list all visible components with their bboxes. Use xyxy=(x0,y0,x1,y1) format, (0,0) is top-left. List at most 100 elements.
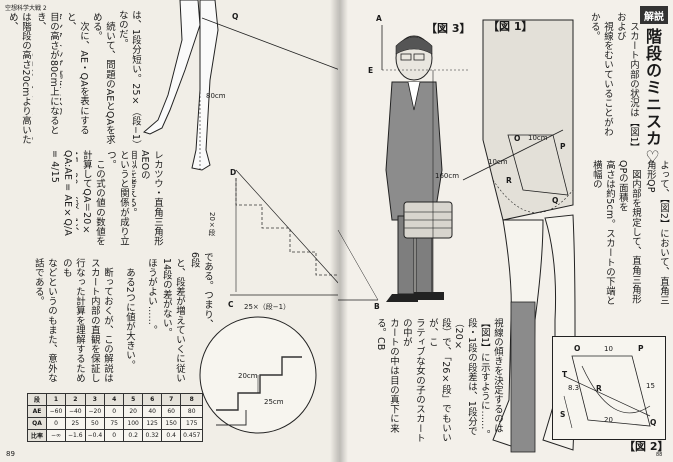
rp-lower-column-3: 段）で、「26×段」でもいいが、こ うするとキリがよい。 xyxy=(428,318,451,443)
fig2-point-T: T xyxy=(562,370,568,379)
table-header-cell: 段 xyxy=(27,393,47,406)
right-column-5: 断っておくが、この解説は スカート内部の直観を保証しない xyxy=(88,258,113,383)
label-80cm: 80cm xyxy=(206,92,226,100)
rp-column-5: 視線をむいていることがわかる。 xyxy=(590,12,613,137)
table-cell: 150 xyxy=(161,417,182,430)
label-25n: 25×（段−1） xyxy=(244,303,291,311)
fig2-point-R: R xyxy=(596,384,602,393)
right-column-4: ある2つに値が大きい。 xyxy=(124,258,135,370)
table-cell: −40 xyxy=(65,405,86,418)
text-column-3: 次に、AE・QAを表にすると、 タンクトップ高さ≦スカ ートの下端にある xyxy=(60,12,89,135)
rp-column-4: スカート内部の状況は【図1】および 【図2】の通りだ。 xyxy=(616,12,639,148)
figure3-right-lines xyxy=(337,25,468,301)
fig2-point-Q: Q xyxy=(650,418,657,427)
fig2-point-O: O xyxy=(574,344,581,353)
diagonal-line xyxy=(235,169,341,286)
label-B: B xyxy=(374,302,380,311)
right-column-3: ほうがよい……。 xyxy=(146,258,157,335)
table-header-cell: 1 xyxy=(46,393,66,406)
table-cell: 50 xyxy=(84,417,106,430)
left-page: 空想科学大戦 2 は、1段分短い。25×（段−1） なのだ。 続いて、問題のAE… xyxy=(0,0,341,462)
label-Q: Q xyxy=(232,12,239,21)
figure1-label: 【図 1】 xyxy=(488,20,533,33)
businessman-illustration xyxy=(385,35,453,302)
right-column-2: と、段差が増えていくに従い 14段の差がない。 xyxy=(160,258,185,383)
rp-lower-column-4: ラティブな女の子のスカートの中が のぞける範囲です。 xyxy=(402,318,425,443)
table-cell: −0.4 xyxy=(84,429,106,442)
table-header-cell: 4 xyxy=(104,393,125,406)
rp-lower-column-5: カートの中は目の真下に来る。CB xyxy=(376,318,399,434)
table-cell: 40 xyxy=(142,405,163,418)
table-cell: 0 xyxy=(46,417,66,430)
table-header-cell: 3 xyxy=(84,393,106,406)
article-title: 階段のミニスカ♡ xyxy=(643,28,662,167)
figure2-diagram xyxy=(563,355,651,429)
explanation-badge: 解説 xyxy=(640,6,668,24)
rp-lower-column-2: 段・1段の段差は、1段分で（20× と、高さは2点間の距離）。 xyxy=(454,318,477,436)
text-column-2: 続いて、問題のAEとQAを求 める。 xyxy=(90,12,115,145)
table-cell: 125 xyxy=(142,417,163,430)
table-cell: 0.4 xyxy=(161,429,182,442)
table-cell: 0.2 xyxy=(123,429,144,442)
table-cell: −∞ xyxy=(46,429,66,442)
table-header-row: 段 1 2 3 4 5 6 7 8 xyxy=(27,393,204,406)
rp-lower-column-1: 視線の傾きを決定するのは 【図1】に示すように……。 xyxy=(480,318,503,440)
boot xyxy=(510,301,536,453)
skirt-shape xyxy=(482,19,574,221)
text-column-1: は、1段分短い。25×（段−1） なのだ。 xyxy=(118,10,141,150)
fig1-point-P: P xyxy=(560,142,566,151)
figure2-box xyxy=(552,336,666,440)
page-number-right: 88 xyxy=(656,452,663,458)
table-cell: 0 xyxy=(104,429,125,442)
label-D: D xyxy=(230,168,237,177)
page-number-left: 89 xyxy=(6,450,15,458)
stairs-inset xyxy=(199,316,317,434)
table-cell: −1.6 xyxy=(65,429,86,442)
table-cell: 75 xyxy=(104,417,125,430)
mid-column-1: レカツウ・直角三角形AEOの 相似を考える。 つまり、 xyxy=(132,150,163,246)
table-cell: 0 xyxy=(104,405,125,418)
table-row: 比率 −∞ −1.6 −0.4 0 0.2 0.32 0.4 0.457 xyxy=(27,429,204,442)
right-page: A E 160cm B 【図 3】 【図 1】 O 10cm 10cm P R … xyxy=(337,0,673,462)
woman-leg-back xyxy=(143,0,201,135)
fig2-label-10: 10 xyxy=(604,345,613,353)
mid-column-4: QA:AE = AE×Q/A = 4/15 xyxy=(50,150,73,237)
table-cell: −20 xyxy=(84,405,106,418)
label-160cm: 160cm xyxy=(435,172,460,180)
table-cell: 20 xyxy=(123,405,144,418)
ratio-table: 段 1 2 3 4 5 6 7 8 AE −60 −40 −20 0 20 40… xyxy=(27,393,204,442)
fig1-point-Q: Q xyxy=(552,196,559,205)
right-column-6: 行なった計算を理解するためのも のである。 xyxy=(60,258,85,383)
fig1-point-O: O xyxy=(514,134,521,143)
label-E: E xyxy=(368,66,374,75)
table-row: AE −60 −40 −20 0 20 40 60 80 xyxy=(27,405,204,418)
table-header-cell: 7 xyxy=(161,393,182,406)
fig2-point-S: S xyxy=(560,410,566,419)
rp-column-1: よって、【図2】において、直角三角形QP Q…QORの面積は、 xyxy=(644,160,669,306)
rp-column-3: 高さは約5cm。スカートの下端と横幅の これより大きく離れるのが xyxy=(592,160,615,306)
fig1-label-10cm-top: 10cm xyxy=(528,134,548,142)
table-cell: −60 xyxy=(46,405,66,418)
table-cell: 25 xyxy=(65,417,86,430)
staircase-illustration xyxy=(143,0,341,300)
stairs-outline xyxy=(235,178,341,300)
inset-label-20cm: 20cm xyxy=(238,372,258,380)
figure3-label: 【図 3】 xyxy=(426,22,471,35)
figure1-legs-illustration xyxy=(462,19,576,453)
text-column-4: 目の高さが80cm上になるとき、 スカートの中が見えてしまう。 xyxy=(32,12,59,146)
table-cell: 100 xyxy=(123,417,144,430)
fig2-point-P: P xyxy=(638,344,644,353)
table-header-cell: 6 xyxy=(142,393,163,406)
label-20n: 20×段 xyxy=(208,212,216,236)
label-A: A xyxy=(376,14,382,23)
woman-leg-front xyxy=(191,0,219,171)
fig2-label-8-3: 8.3 xyxy=(568,384,580,392)
right-column-1: である。つまり、6段 上にいく人の後ろにいる xyxy=(188,252,213,329)
table-cell: 60 xyxy=(161,405,182,418)
fig2-label-20: 20 xyxy=(604,416,613,424)
book-gutter xyxy=(330,0,348,462)
fig1-point-R: R xyxy=(506,176,512,185)
table-cell: 0.457 xyxy=(180,429,204,442)
mid-column-2: というと関係が成り立つ。 xyxy=(108,150,129,246)
table-row-label: AE xyxy=(27,405,47,418)
